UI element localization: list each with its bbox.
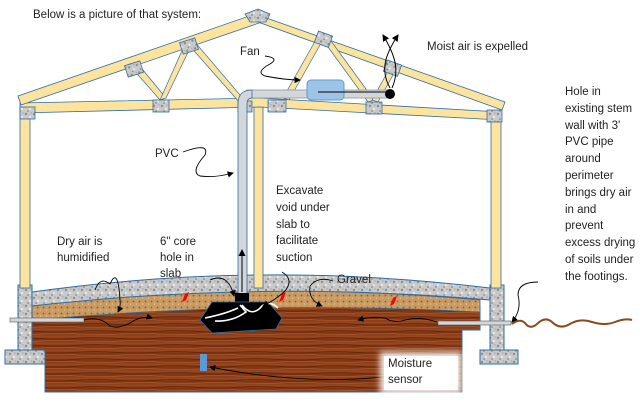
- truss-web: [187, 40, 247, 104]
- exhaust-arrow: [384, 34, 399, 89]
- interior-stud: [253, 100, 264, 289]
- dry-air-label: Dry air is humidified: [57, 236, 110, 264]
- moisture-sensor-label: Moisture sensor: [384, 356, 458, 390]
- gravel-label: Gravel: [337, 274, 371, 286]
- excavate-leader: [262, 271, 290, 307]
- pvc-leader: [182, 147, 234, 178]
- dry-air-leader: [94, 277, 124, 313]
- suction-flow-lines: [204, 302, 279, 322]
- left-inlet-pipe: [9, 317, 85, 323]
- fan-label: Fan: [240, 46, 260, 58]
- stem-wall-hole-label: Hole in existing stem wall with 3' PVC p…: [565, 86, 636, 283]
- moisture-sensor: [200, 354, 207, 371]
- fan-leader: [260, 55, 301, 84]
- exhaust-vent-cap: [385, 89, 395, 99]
- left-wall-stud: [19, 109, 31, 289]
- root-line: [511, 318, 633, 328]
- pvc-label: PVC: [155, 148, 179, 160]
- diagram-title: Below is a picture of that system:: [33, 9, 202, 21]
- excavate-label: Excavate void under slab to facilitate s…: [276, 185, 330, 265]
- core-hole-label: 6" core hole in slab: [160, 236, 197, 280]
- moist-air-label: Moist air is expelled: [427, 41, 528, 53]
- right-inlet-pipe: [437, 320, 512, 326]
- suction-void: [199, 301, 283, 334]
- right-footing: [479, 349, 519, 365]
- red-marker: [279, 292, 286, 302]
- red-marker: [390, 296, 397, 306]
- sensor-leader: [209, 364, 385, 380]
- right-wall-stud: [490, 119, 502, 289]
- airflow-arrow: [357, 315, 438, 323]
- gusset-plates: [19, 8, 503, 123]
- inline-fan: [306, 79, 345, 101]
- core-hole-leader: [209, 277, 236, 297]
- pvc-riser-pipe: [237, 89, 253, 299]
- gravel-leader: [309, 278, 334, 307]
- hole-leader: [511, 281, 539, 323]
- left-footing: [4, 349, 46, 365]
- airflow-arrow: [83, 313, 153, 328]
- red-marker: [182, 292, 189, 302]
- exhaust-arrow: [382, 34, 397, 89]
- truss-top-chord-left: [17, 13, 263, 106]
